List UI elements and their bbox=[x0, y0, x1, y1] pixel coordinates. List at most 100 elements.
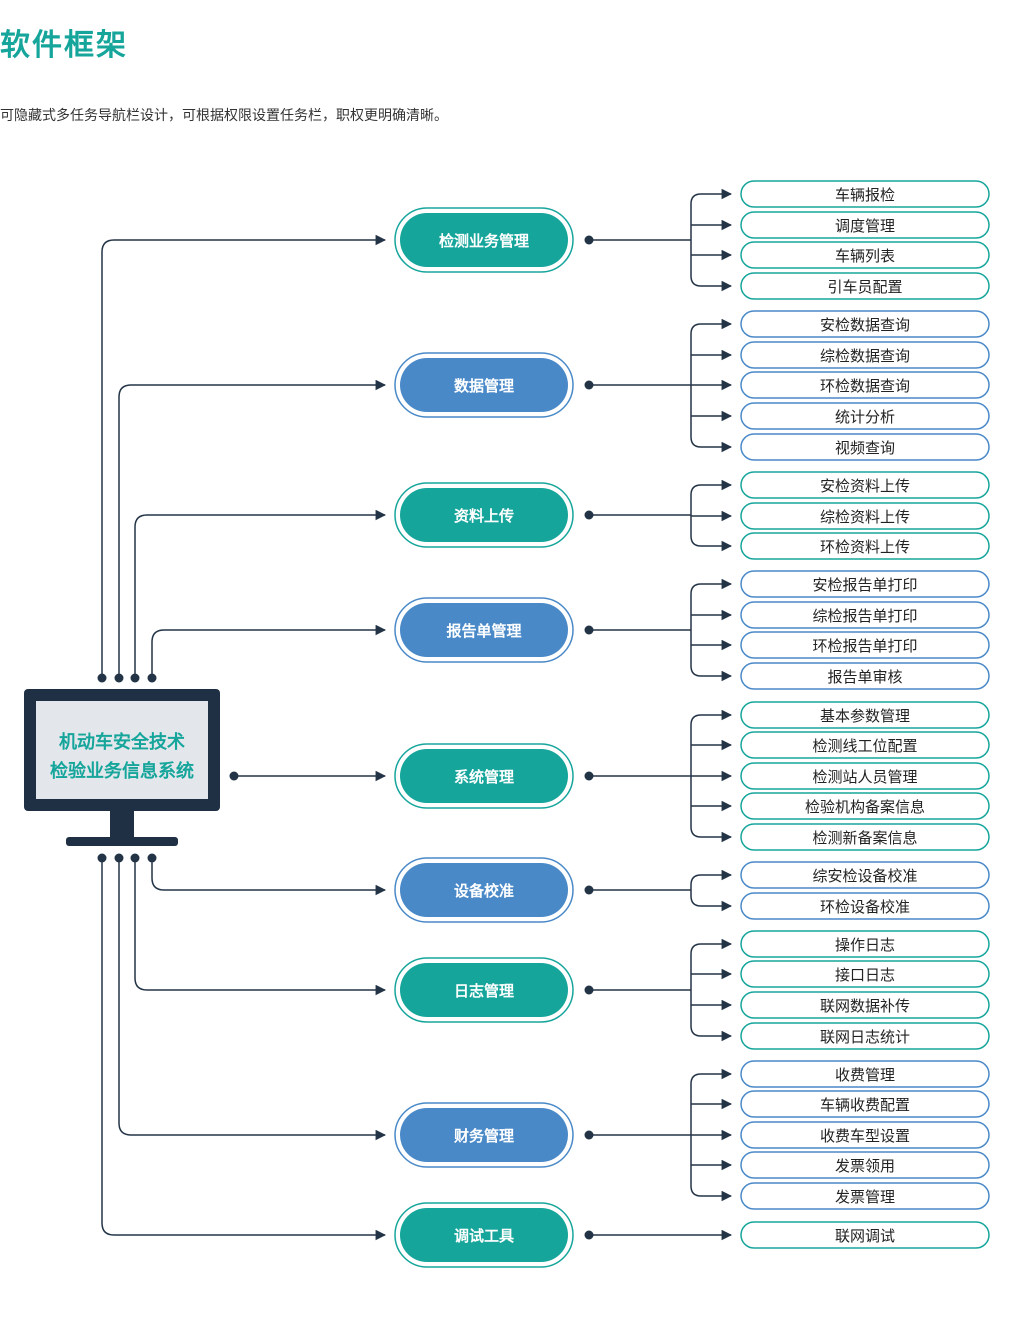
root-link bbox=[101, 858, 387, 1241]
cat-5-item-4-box[interactable] bbox=[740, 792, 990, 820]
monitor-icon bbox=[24, 689, 220, 846]
link-dot bbox=[114, 673, 124, 683]
root-system-title: 机动车安全技术 检验业务信息系统 bbox=[36, 717, 208, 797]
cat-4-item-4-box[interactable] bbox=[740, 662, 990, 690]
cat-1-pill[interactable] bbox=[400, 213, 568, 267]
cat-2-item-3-label: 环检数据查询 bbox=[819, 377, 910, 395]
cat-1-item-1-box[interactable] bbox=[740, 180, 990, 208]
cat-7-label: 日志管理 bbox=[453, 982, 514, 1000]
cat-2-item-1-label: 安检数据查询 bbox=[819, 316, 910, 334]
cat-7-item-1-label: 操作日志 bbox=[834, 936, 895, 954]
page-title: 软件框架 bbox=[0, 28, 128, 63]
cat-3-item-1-label: 安检资料上传 bbox=[819, 477, 910, 495]
cat-7-item-3-box[interactable] bbox=[740, 991, 990, 1019]
cat-4-item-2-label: 综检报告单打印 bbox=[812, 607, 918, 625]
cat-2-item-2-box[interactable] bbox=[740, 341, 990, 369]
cat-2-item-4-box[interactable] bbox=[740, 402, 990, 430]
cat-6-item-1-label: 综安检设备校准 bbox=[812, 867, 918, 885]
cat-8-item-5-label: 发票管理 bbox=[834, 1188, 895, 1206]
cat-5-item-2-label: 检测线工位配置 bbox=[812, 737, 918, 755]
cat-1-item-4-box[interactable] bbox=[740, 272, 990, 300]
link-dot bbox=[147, 673, 157, 683]
cat-8-item-2-label: 车辆收费配置 bbox=[819, 1096, 910, 1114]
cat-6-label: 设备校准 bbox=[453, 882, 514, 900]
cat-5-item-4-label: 检验机构备案信息 bbox=[804, 798, 925, 816]
cat-3-item-2-label: 综检资料上传 bbox=[819, 508, 910, 526]
cat-4-pill[interactable] bbox=[400, 603, 568, 657]
cat-7-item-1-box[interactable] bbox=[740, 930, 990, 958]
cat-8-item-3-label: 收费车型设置 bbox=[819, 1127, 910, 1145]
cat-8-label: 财务管理 bbox=[453, 1127, 514, 1145]
cat-3-label: 资料上传 bbox=[453, 507, 514, 525]
root-link bbox=[151, 858, 387, 896]
cat-3-pill[interactable] bbox=[400, 488, 568, 542]
cat-7-pill[interactable] bbox=[400, 963, 568, 1017]
cat-3-item-3-box[interactable] bbox=[740, 532, 990, 560]
cat-8-item-4-label: 发票领用 bbox=[834, 1157, 895, 1175]
cat-6-item-2-box[interactable] bbox=[740, 892, 990, 920]
link-dot bbox=[229, 771, 239, 781]
cat-1-item-4-label: 引车员配置 bbox=[827, 278, 903, 296]
cat-7-item-4-box[interactable] bbox=[740, 1022, 990, 1050]
cat-1-label: 检测业务管理 bbox=[438, 232, 529, 250]
link-dot bbox=[97, 853, 107, 863]
cat-7-item-3-label: 联网数据补传 bbox=[819, 997, 910, 1015]
branch-bus bbox=[690, 874, 702, 907]
cat-6-item-1-box[interactable] bbox=[740, 861, 990, 889]
cat-5-item-3-label: 检测站人员管理 bbox=[812, 768, 918, 786]
cat-2-item-4-label: 统计分析 bbox=[834, 408, 895, 426]
cat-9-item-1-box[interactable] bbox=[740, 1221, 990, 1249]
cat-7-item-2-box[interactable] bbox=[740, 960, 990, 988]
cat-9-item-1-label: 联网调试 bbox=[834, 1227, 895, 1245]
cat-5-item-1-box[interactable] bbox=[740, 701, 990, 729]
link-dot bbox=[147, 853, 157, 863]
branch-bus bbox=[690, 943, 702, 1037]
cat-8-item-2-box[interactable] bbox=[740, 1090, 990, 1118]
cat-2-item-3-box[interactable] bbox=[740, 371, 990, 399]
cat-9-pill[interactable] bbox=[400, 1208, 568, 1262]
root-link bbox=[134, 509, 387, 678]
cat-5-item-2-box[interactable] bbox=[740, 731, 990, 759]
root-link bbox=[118, 379, 387, 678]
cat-5-item-3-box[interactable] bbox=[740, 762, 990, 790]
cat-2-pill[interactable] bbox=[400, 358, 568, 412]
cat-5-pill[interactable] bbox=[400, 749, 568, 803]
cat-2-item-2-label: 综检数据查询 bbox=[819, 347, 910, 365]
cat-4-item-2-box[interactable] bbox=[740, 601, 990, 629]
cat-8-pill[interactable] bbox=[400, 1108, 568, 1162]
cat-5-label: 系统管理 bbox=[453, 768, 514, 786]
root-line-2: 检验业务信息系统 bbox=[50, 761, 194, 782]
cat-7-item-4-label: 联网日志统计 bbox=[819, 1028, 910, 1046]
cat-8-item-1-label: 收费管理 bbox=[834, 1066, 895, 1084]
branch-bus bbox=[690, 583, 702, 677]
cat-2-item-5-label: 视频查询 bbox=[834, 439, 895, 457]
cat-5-item-5-box[interactable] bbox=[740, 823, 990, 851]
cat-4-item-1-label: 安检报告单打印 bbox=[812, 576, 918, 594]
link-dot bbox=[130, 673, 140, 683]
cat-4-item-3-box[interactable] bbox=[740, 631, 990, 659]
branch-bus bbox=[690, 193, 702, 287]
cat-7-item-2-label: 接口日志 bbox=[834, 966, 895, 984]
cat-4-item-1-box[interactable] bbox=[740, 570, 990, 598]
cat-8-item-5-box[interactable] bbox=[740, 1182, 990, 1210]
cat-8-item-1-box[interactable] bbox=[740, 1060, 990, 1088]
cat-2-item-1-box[interactable] bbox=[740, 310, 990, 338]
root-link bbox=[118, 858, 387, 1141]
cat-1-item-2-box[interactable] bbox=[740, 211, 990, 239]
root-link bbox=[101, 234, 387, 678]
link-dot bbox=[114, 853, 124, 863]
root-link bbox=[134, 858, 387, 996]
cat-2-item-5-box[interactable] bbox=[740, 433, 990, 461]
cat-3-item-1-box[interactable] bbox=[740, 471, 990, 499]
cat-4-item-4-label: 报告单审核 bbox=[827, 668, 903, 686]
cat-3-item-2-box[interactable] bbox=[740, 502, 990, 530]
cat-5-item-5-label: 检测新备案信息 bbox=[812, 829, 918, 847]
root-line-1: 机动车安全技术 bbox=[59, 732, 185, 753]
cat-1-item-3-box[interactable] bbox=[740, 241, 990, 269]
cat-8-item-3-box[interactable] bbox=[740, 1121, 990, 1149]
cat-6-pill[interactable] bbox=[400, 863, 568, 917]
cat-5-item-1-label: 基本参数管理 bbox=[819, 707, 910, 725]
cat-8-item-4-box[interactable] bbox=[740, 1151, 990, 1179]
cat-4-item-3-label: 环检报告单打印 bbox=[812, 637, 918, 655]
